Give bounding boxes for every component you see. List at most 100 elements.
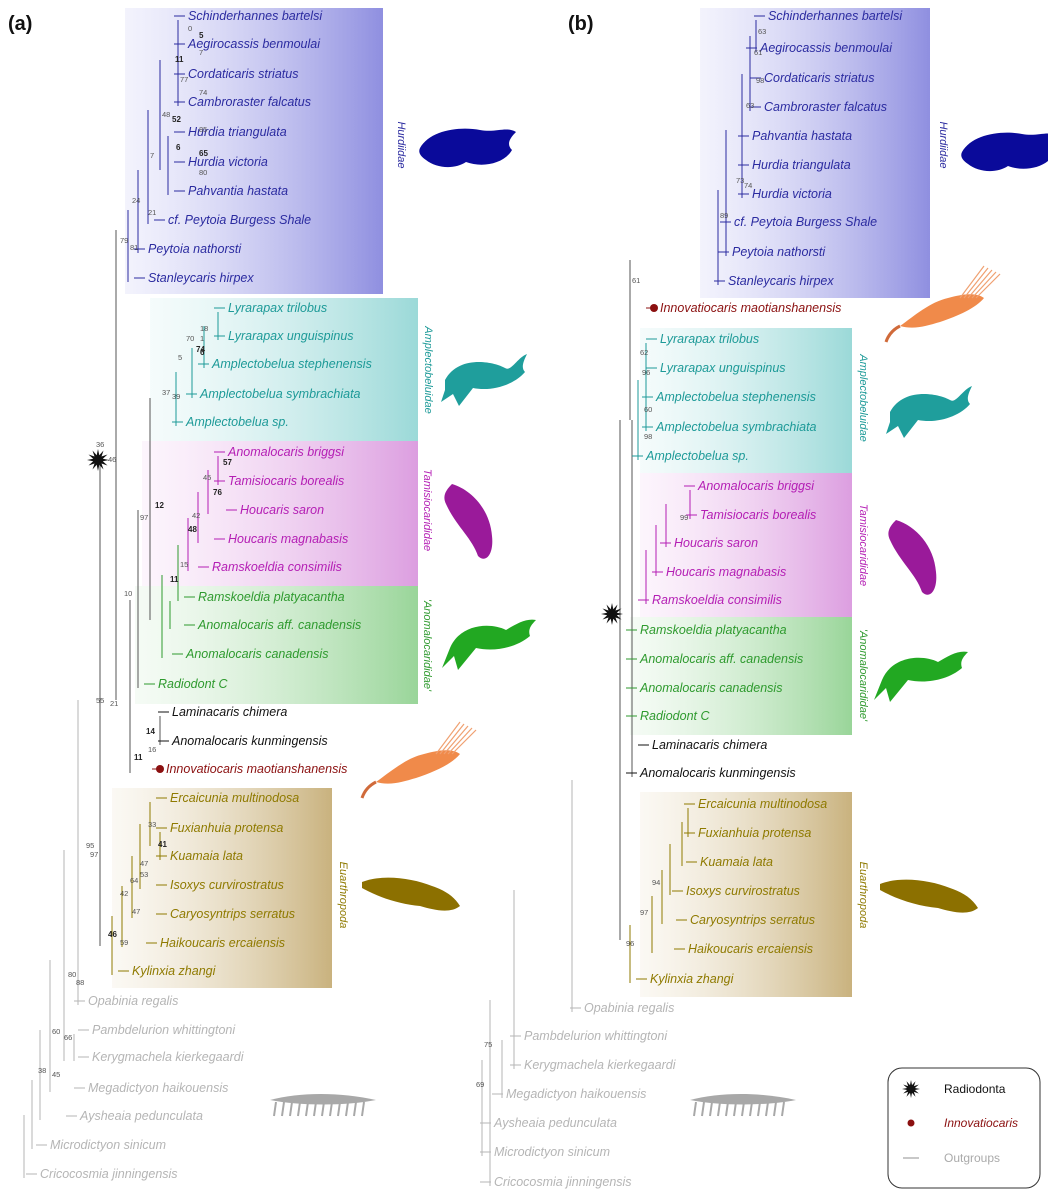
taxon-label: Houcaris saron bbox=[674, 536, 758, 550]
clade-box-amplectobeluidae bbox=[150, 298, 418, 441]
taxon-label: Hurdia victoria bbox=[752, 187, 832, 201]
support-value: 37 bbox=[162, 388, 170, 397]
euarthropod-silhouette-icon bbox=[880, 879, 978, 913]
taxon-label: Isoxys curvirostratus bbox=[170, 878, 284, 892]
amplectobeluid-silhouette-icon bbox=[886, 386, 972, 438]
support-value: 52 bbox=[172, 115, 181, 124]
legend-label: Outgroups bbox=[944, 1151, 1000, 1165]
taxon-label: Cricocosmia jinningensis bbox=[40, 1167, 178, 1181]
support-value: 62 bbox=[640, 348, 648, 357]
taxon-label: Kerygmachela kierkegaardi bbox=[524, 1058, 677, 1072]
taxon-label: Pahvantia hastata bbox=[188, 184, 288, 198]
taxon-label: Aysheaia pedunculata bbox=[493, 1116, 617, 1130]
support-value: 70 bbox=[186, 334, 194, 343]
taxon-label: Tamisiocaris borealis bbox=[700, 508, 816, 522]
support-value: 96 bbox=[642, 368, 650, 377]
legend-box bbox=[887, 1067, 1041, 1189]
taxon-label: Fuxianhuia protensa bbox=[698, 826, 811, 840]
taxon-label: Pambdelurion whittingtoni bbox=[524, 1029, 668, 1043]
support-value: 39 bbox=[172, 392, 180, 401]
support-value: 74 bbox=[196, 345, 205, 354]
taxon-label: Houcaris magnabasis bbox=[666, 565, 786, 579]
support-value: 42 bbox=[192, 511, 200, 520]
support-value: 79 bbox=[120, 236, 128, 245]
tamisiocarid-silhouette-icon bbox=[444, 484, 493, 559]
taxon-label: Laminacaris chimera bbox=[652, 738, 767, 752]
clade-box-anomalocarididae bbox=[135, 586, 418, 704]
support-value: 11 bbox=[170, 575, 179, 584]
clade-name: Tamisiocarididae bbox=[421, 469, 433, 551]
clade-name: 'Anomalocarididae' bbox=[857, 629, 869, 722]
support-value: 14 bbox=[146, 727, 155, 736]
support-value: 46 bbox=[108, 455, 116, 464]
support-value: 76 bbox=[213, 488, 222, 497]
taxon-label: Amplectobelua stephenensis bbox=[211, 357, 372, 371]
amplectobeluid-silhouette-icon bbox=[441, 354, 527, 406]
support-value: 36 bbox=[96, 440, 104, 449]
taxon-label: Cordaticaris striatus bbox=[188, 67, 298, 81]
euarthropod-silhouette-icon bbox=[362, 877, 460, 911]
support-value: 1 bbox=[200, 334, 204, 343]
support-value: 33 bbox=[148, 820, 156, 829]
support-value: 97 bbox=[90, 850, 98, 859]
radiodonta-star-icon bbox=[87, 449, 109, 471]
anomalocaridid-silhouette-icon bbox=[442, 619, 536, 670]
taxon-label: cf. Peytoia Burgess Shale bbox=[168, 213, 311, 227]
support-value: 11 bbox=[134, 753, 143, 762]
support-value: 16 bbox=[148, 745, 156, 754]
support-value: 81 bbox=[130, 243, 138, 252]
support-value: 60 bbox=[644, 405, 652, 414]
taxon-label: Anomalocaris aff. canadensis bbox=[639, 652, 803, 666]
clade-box-euarthropoda bbox=[640, 792, 852, 997]
taxon-label: Cambroraster falcatus bbox=[764, 100, 887, 114]
taxon-label: Lyrarapax unguispinus bbox=[660, 361, 786, 375]
taxon-label: Haikoucaris ercaiensis bbox=[688, 942, 813, 956]
taxon-label: Cambroraster falcatus bbox=[188, 95, 311, 109]
clade-box-tamisiocarididae bbox=[640, 473, 852, 617]
support-value: 63 bbox=[746, 101, 754, 110]
tamisiocarid-silhouette-icon bbox=[888, 520, 937, 595]
support-value: 80 bbox=[199, 168, 207, 177]
clade-name: Euarthropoda bbox=[857, 862, 869, 929]
taxon-label: Amplectobelua symbrachiata bbox=[199, 387, 361, 401]
taxon-label: Pambdelurion whittingtoni bbox=[92, 1023, 236, 1037]
taxon-label: Megadictyon haikouensis bbox=[506, 1087, 646, 1101]
radiodonta-star-icon bbox=[601, 603, 623, 625]
taxon-label: Radiodont C bbox=[640, 709, 710, 723]
support-value: 80 bbox=[68, 970, 76, 979]
support-value: 48 bbox=[188, 525, 197, 534]
support-value: 57 bbox=[223, 458, 232, 467]
taxon-label: Aegirocassis benmoulai bbox=[187, 37, 321, 51]
taxon-label: Innovatiocaris maotianshanensis bbox=[166, 762, 347, 776]
support-value: 69 bbox=[476, 1080, 484, 1089]
clade-name: Amplectobeluidae bbox=[857, 353, 869, 441]
taxon-label: Aysheaia pedunculata bbox=[79, 1109, 203, 1123]
lobopodian-silhouette-icon bbox=[270, 1094, 376, 1117]
taxon-label: Anomalocaris canadensis bbox=[639, 681, 782, 695]
taxon-label: Lyrarapax trilobus bbox=[228, 301, 327, 315]
taxon-label: Kuamaia lata bbox=[170, 849, 243, 863]
support-value: 88 bbox=[76, 978, 84, 987]
taxon-label: Opabinia regalis bbox=[584, 1001, 674, 1015]
support-value: 99 bbox=[680, 513, 688, 522]
taxon-label: Pahvantia hastata bbox=[752, 129, 852, 143]
support-value: 24 bbox=[132, 196, 140, 205]
taxon-label: Opabinia regalis bbox=[88, 994, 178, 1008]
support-value: 15 bbox=[180, 560, 188, 569]
clade-box-amplectobeluidae bbox=[640, 328, 852, 473]
support-value: 61 bbox=[632, 276, 640, 285]
support-value: 46 bbox=[108, 930, 117, 939]
taxon-label: Radiodont C bbox=[158, 677, 228, 691]
support-value: 6 bbox=[200, 348, 205, 357]
support-value: 60 bbox=[52, 1027, 60, 1036]
taxon-label: Microdictyon sinicum bbox=[50, 1138, 166, 1152]
support-value: 63 bbox=[758, 27, 766, 36]
clade-name: 'Anomalocarididae' bbox=[421, 599, 433, 692]
taxon-label: Stanleycaris hirpex bbox=[148, 271, 254, 285]
support-value: 65 bbox=[199, 149, 208, 158]
taxon-label: Anomalocaris canadensis bbox=[185, 647, 328, 661]
taxon-label: Schinderhannes bartelsi bbox=[768, 9, 903, 23]
lobopodian-silhouette-icon bbox=[690, 1094, 796, 1117]
taxon-label: Stanleycaris hirpex bbox=[728, 274, 834, 288]
clade-box-anomalocarididae bbox=[630, 617, 852, 735]
